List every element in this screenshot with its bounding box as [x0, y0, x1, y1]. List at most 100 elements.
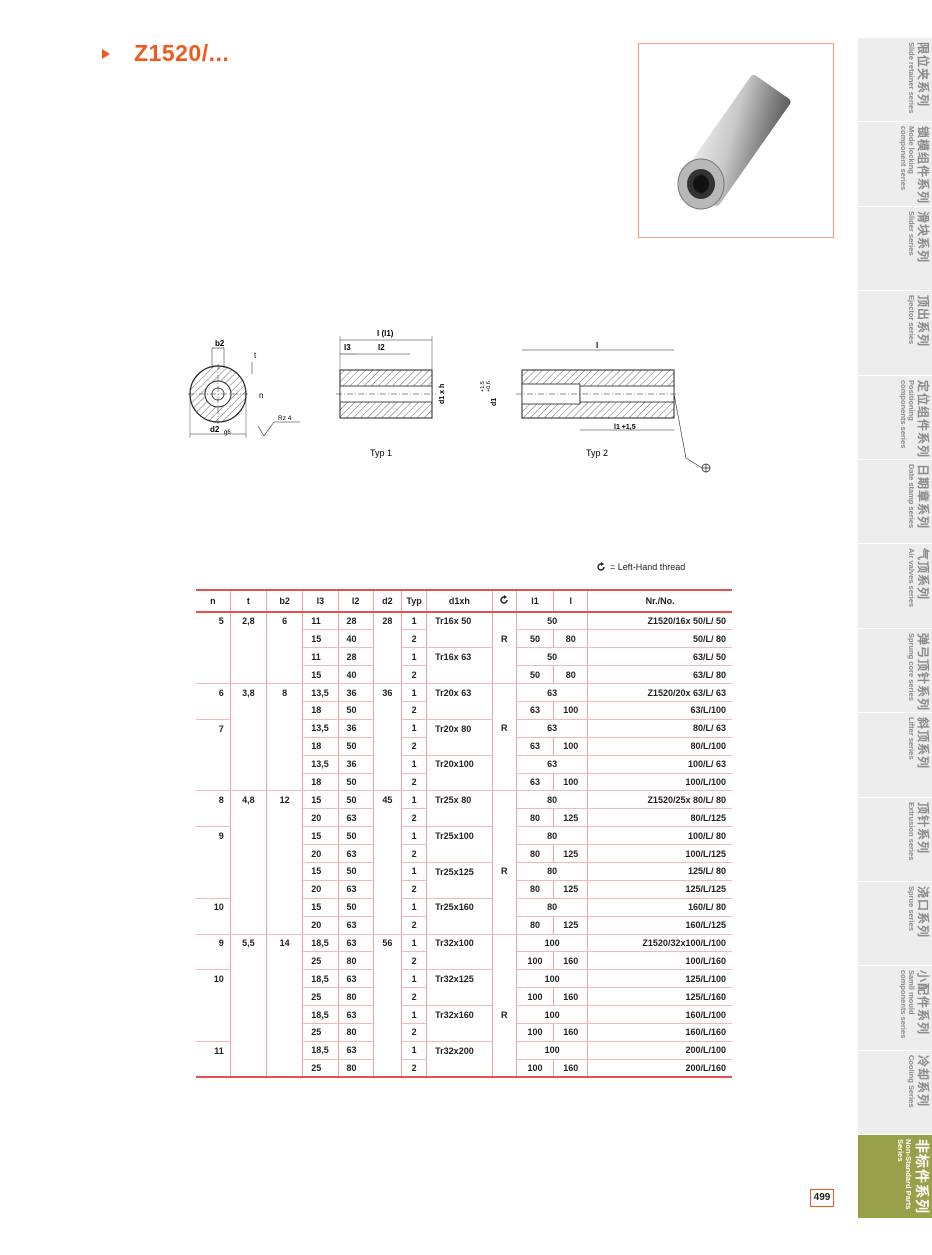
table-cell: [491, 934, 517, 952]
table-cell: [491, 987, 517, 1006]
product-photo: [638, 43, 834, 238]
table-cell: 63: [337, 1005, 374, 1024]
table-cell: [196, 1059, 231, 1079]
label-typ1: Typ 1: [370, 448, 392, 458]
table-cell: 1: [400, 755, 427, 774]
table-cell: [266, 701, 303, 720]
table-cell: 63: [515, 755, 588, 774]
table-cell: 80: [515, 862, 588, 881]
table-cell: 160: [553, 951, 588, 971]
table-cell: Tr16x 50: [426, 612, 493, 630]
table-cell: [372, 719, 402, 738]
table-cell: 50: [337, 701, 374, 720]
table-cell: 3,8: [229, 683, 267, 702]
table-cell: 100: [553, 701, 588, 720]
table-cell: [196, 755, 230, 773]
table-header-7: d1xh: [426, 590, 493, 612]
table-cell: 63/L/ 50: [587, 647, 732, 667]
table-cell: [491, 951, 517, 970]
table-cell: 20: [302, 916, 339, 935]
table-cell: 100: [553, 773, 588, 792]
surface-roughness: Rz 4: [278, 415, 292, 422]
table-cell: [372, 951, 402, 970]
table-cell: 200/L/160: [587, 1059, 732, 1079]
table-cell: [426, 629, 493, 649]
table-cell: [372, 1023, 402, 1042]
table-cell: 2: [400, 808, 427, 828]
table-cell: 125/L/160: [587, 987, 732, 1007]
table-cell: 100/L/ 80: [587, 826, 732, 846]
table-cell: [196, 1006, 230, 1024]
table-cell: [266, 755, 303, 774]
table-cell: [266, 808, 303, 827]
table-cell: 2: [400, 844, 427, 863]
table-cell: 80: [337, 1023, 374, 1042]
table-cell: Tr20x 80: [426, 719, 493, 738]
table-cell: 1: [400, 934, 427, 953]
dim-d1xh: d1 x h: [439, 384, 446, 404]
table-cell: 2: [400, 987, 427, 1007]
table-cell: [266, 719, 303, 738]
dim-l: l: [596, 341, 598, 350]
table-cell: 100: [553, 737, 588, 756]
table-cell: [491, 665, 517, 685]
title-arrow-icon: [102, 48, 110, 59]
table-cell: 15: [302, 826, 339, 846]
table-cell: 160/L/160: [587, 1023, 732, 1042]
table-cell: 20: [302, 880, 339, 899]
table-cell: [491, 898, 517, 917]
table-header-5: d2: [372, 590, 402, 612]
table-cell: 1: [400, 862, 427, 881]
table-cell: 50: [515, 612, 588, 631]
table-cell: 125: [553, 808, 588, 828]
table-cell: 40: [337, 665, 374, 685]
table-cell: 100/L/100: [587, 773, 732, 792]
table-cell: 63: [337, 808, 374, 828]
table-cell: 11: [302, 612, 339, 631]
table-cell: 100: [515, 969, 588, 989]
table-cell: 80/L/125: [587, 808, 732, 828]
table-cell: 10: [213, 902, 224, 913]
table-cell: 2: [400, 1059, 427, 1079]
table-cell: [426, 844, 493, 863]
table-cell: 80: [515, 844, 554, 863]
table-cell: 25: [302, 1059, 339, 1079]
table-header-10: l: [553, 590, 588, 612]
dim-b2: b2: [215, 339, 225, 348]
dim-l3: l3: [344, 343, 351, 352]
table-cell: 13,5: [302, 683, 339, 702]
table-cell: [426, 701, 493, 720]
table-cell: [491, 808, 517, 827]
table-cell: 100: [515, 951, 554, 971]
table-cell: [266, 826, 303, 845]
table-cell: 14: [266, 934, 303, 952]
table-cell: 125/L/125: [587, 880, 732, 899]
table-cell: [266, 629, 303, 648]
table-header-11: Nr./No.: [587, 590, 732, 612]
table-cell: 63: [515, 683, 588, 702]
sidebar-tab-en: Positioning components series: [899, 379, 916, 448]
table-cell: [426, 951, 493, 971]
table-cell: [196, 630, 230, 648]
